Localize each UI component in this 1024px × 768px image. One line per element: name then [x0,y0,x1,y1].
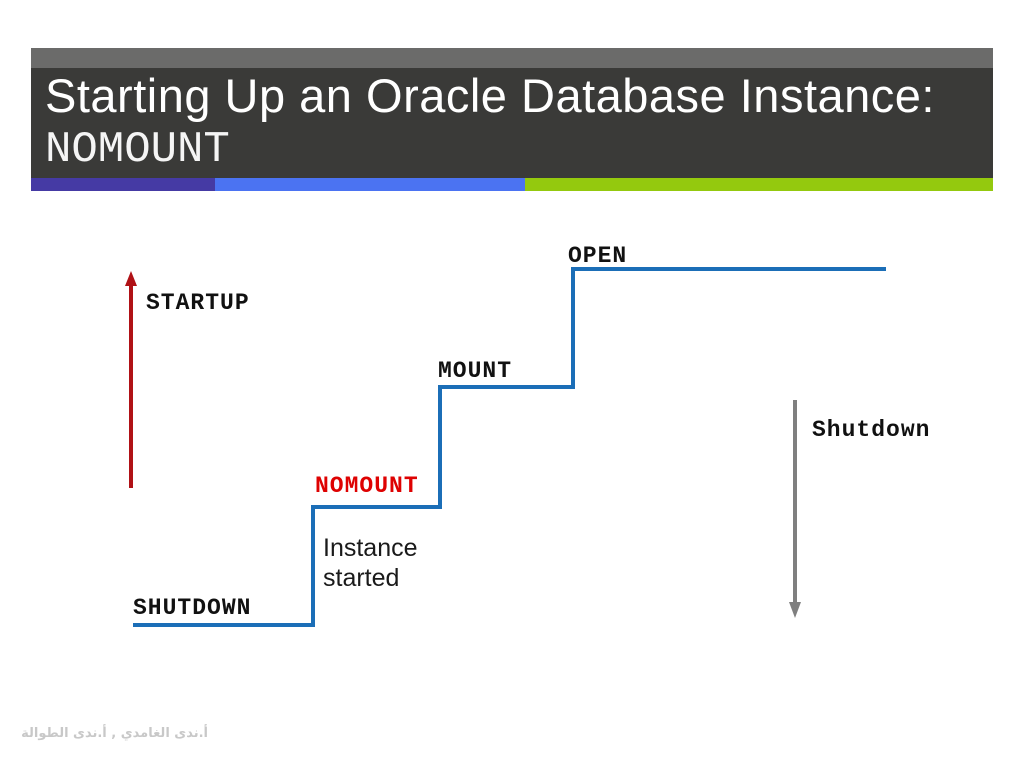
slide-title-keyword: NOMOUNT [45,125,230,175]
stripe-blue-segment [215,178,525,191]
title-banner: Starting Up an Oracle Database Instance:… [31,68,993,178]
footer-author-credits: أ.ندى الغامدي , أ.ندى الطوالة [21,726,208,741]
shutdown-state-label: SHUTDOWN [133,595,252,621]
nomount-state-label: NOMOUNT [315,473,419,499]
instance-started-note: Instance started [323,533,418,593]
shutdown-action-label: Shutdown [812,417,931,443]
slide-title: Starting Up an Oracle Database Instance: [45,69,935,122]
instance-started-line1: Instance [323,534,418,562]
stripe-purple-segment [31,178,215,191]
open-state-label: OPEN [568,243,628,269]
slide-title-block: Starting Up an Oracle Database Instance:… [31,48,993,191]
stripe-green-segment [525,178,993,191]
mount-state-label: MOUNT [438,358,513,384]
shutdown-arrow [789,400,801,618]
startup-label: STARTUP [146,290,250,316]
instance-started-line2: started [323,564,400,592]
state-staircase-line [133,267,886,627]
title-top-accent-bar [31,48,993,68]
startup-arrow [125,271,137,488]
title-accent-stripe [31,178,993,191]
